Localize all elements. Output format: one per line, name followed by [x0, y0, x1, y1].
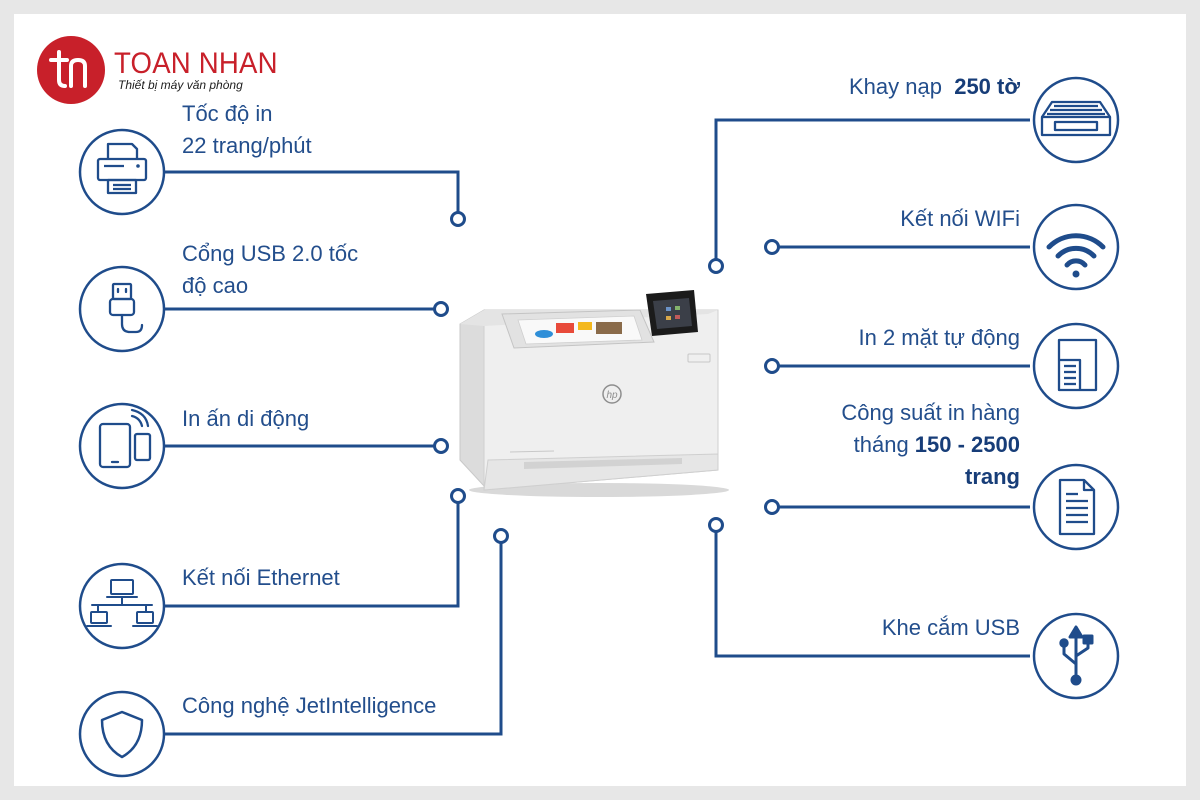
- label-usb-port: Cổng USB 2.0 tốc độ cao: [182, 238, 358, 302]
- label-line: Công nghệ JetIntelligence: [182, 693, 437, 718]
- label-wifi: Kết nối WIFi: [900, 203, 1020, 235]
- connector-usb-slot: [714, 525, 1030, 658]
- printer-icon: [96, 142, 148, 195]
- connector-endpoints: [433, 211, 780, 544]
- label-line: Công suất in hàng: [841, 400, 1020, 425]
- label-line: Kết nối WIFi: [900, 206, 1020, 231]
- hp-logo: hp: [606, 390, 618, 401]
- label-prefix: Khay nạp: [849, 74, 949, 99]
- connector-paper-tray: [714, 118, 1030, 266]
- endpoint-dot: [493, 528, 509, 544]
- document-icon: [1058, 478, 1096, 536]
- printer-illustration: hp: [459, 290, 729, 497]
- endpoint-dot: [708, 517, 724, 533]
- usb-cable-icon: [108, 282, 144, 334]
- label-paper-tray: Khay nạp 250 tờ: [849, 71, 1020, 103]
- endpoint-dot: [433, 301, 449, 317]
- label-line: In 2 mặt tự động: [858, 325, 1021, 350]
- shield-icon: [100, 710, 144, 759]
- endpoint-dot: [764, 239, 780, 255]
- label-line: In ấn di động: [182, 406, 310, 431]
- icon-circle: [78, 128, 166, 216]
- network-icon: [86, 579, 158, 627]
- label-value: trang: [965, 464, 1020, 489]
- label-value: 150 - 2500: [914, 432, 1020, 457]
- endpoint-dot: [708, 258, 724, 274]
- icon-circle: [78, 265, 166, 353]
- brand-logo-mark: [37, 36, 105, 104]
- tn-monogram-icon: [49, 50, 87, 88]
- usb-symbol-icon: [1059, 625, 1094, 686]
- label-ethernet: Kết nối Ethernet: [182, 562, 340, 594]
- label-line: Khe cắm USB: [881, 615, 1020, 640]
- label-line: Khay nạp 250 tờ: [849, 71, 1020, 103]
- label-line: Tốc độ in: [182, 101, 273, 126]
- diagram-graphics: hp: [78, 76, 1120, 778]
- icon-circle: [78, 690, 166, 778]
- paper-tray-icon: [1040, 100, 1112, 137]
- label-duplex: In 2 mặt tự động: [859, 322, 1021, 354]
- label-line: Cổng USB 2.0 tốc: [182, 241, 359, 266]
- duplex-paper-icon: [1057, 338, 1098, 392]
- label-prefix: tháng: [853, 432, 915, 457]
- label-print-speed: Tốc độ in 22 trang/phút: [182, 98, 312, 162]
- endpoint-dot: [764, 499, 780, 515]
- label-line: 22 trang/phút: [182, 133, 312, 158]
- connector-lines: [164, 118, 1030, 736]
- connector-ethernet: [164, 496, 460, 608]
- mobile-devices-icon: [98, 408, 152, 469]
- brand-name: TOAN NHAN: [114, 47, 278, 80]
- label-duty-cycle: Công suất in hàng tháng 150 - 2500 trang: [841, 397, 1020, 493]
- label-value: 250 tờ: [954, 74, 1020, 99]
- connector-jetintelligence: [164, 536, 503, 736]
- label-line: độ cao: [182, 273, 249, 298]
- wifi-icon: [1046, 233, 1106, 278]
- label-line: tháng 150 - 2500: [841, 429, 1020, 461]
- endpoint-dot: [433, 438, 449, 454]
- label-line: Kết nối Ethernet: [182, 565, 340, 590]
- icon-circle: [1032, 76, 1120, 164]
- infographic-canvas: hp TOAN NHAN Thiết bị máy văn phòng Tốc …: [14, 14, 1186, 786]
- label-usb-slot: Khe cắm USB: [882, 612, 1020, 644]
- endpoint-dot: [764, 358, 780, 374]
- label-jetintelligence: Công nghệ JetIntelligence: [182, 690, 436, 722]
- connector-print-speed: [164, 170, 460, 219]
- endpoint-dot: [450, 488, 466, 504]
- label-line: trang: [841, 461, 1020, 493]
- label-mobile-print: In ấn di động: [182, 403, 309, 435]
- brand-tagline: Thiết bị máy văn phòng: [118, 78, 243, 92]
- endpoint-dot: [450, 211, 466, 227]
